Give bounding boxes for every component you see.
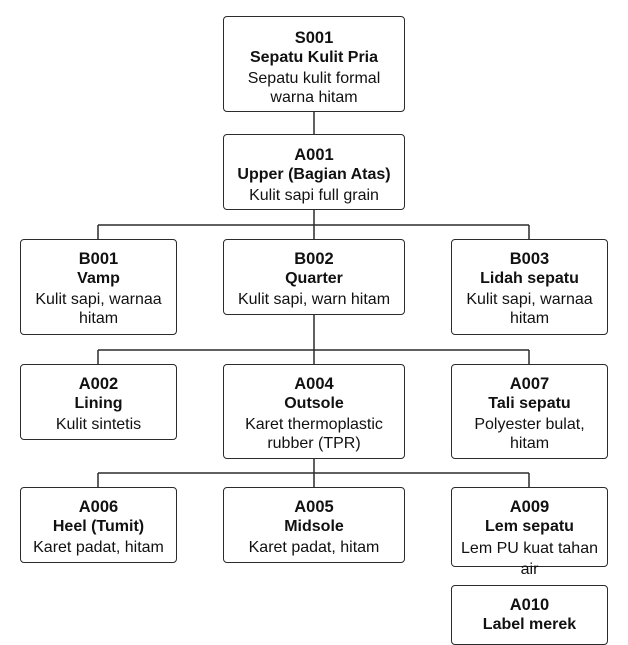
node-name: Heel (Tumit) [52, 518, 145, 535]
node-name: Label merek [482, 616, 577, 633]
edge-B002-children [97, 315, 530, 364]
node-code: A007 [509, 375, 550, 393]
node-code: A004 [294, 375, 334, 393]
node-code: B002 [294, 250, 334, 268]
node-name: Lem sepatu [485, 518, 574, 535]
node-description: Lem PU kuat tahan air [461, 540, 598, 578]
node-description: Karet thermoplastic rubber (TPR) [245, 416, 383, 452]
node-A004: A004 Outsole Karet thermoplastic rubber … [223, 364, 405, 459]
node-code: A006 [78, 498, 119, 516]
node-B001: B001 Vamp Kulit sapi, warnaa hitam [20, 239, 177, 335]
node-A007: A007 Tali sepatu Polyester bulat, hitam [451, 364, 608, 459]
node-name: Lidah sepatu [480, 270, 579, 287]
edge-A001-children [97, 210, 530, 239]
node-A005: A005 Midsole Karet padat, hitam [223, 487, 405, 563]
node-description: Polyester bulat, hitam [474, 416, 585, 452]
node-A009: A009 Lem sepatu Lem PU kuat tahan air [451, 487, 608, 578]
node-code: A001 [294, 146, 334, 164]
node-name: Midsole [284, 518, 344, 535]
node-name: Tali sepatu [488, 395, 571, 412]
node-name: Upper (Bagian Atas) [237, 166, 391, 183]
node-name: Lining [74, 395, 123, 412]
node-name: Sepatu Kulit Pria [249, 49, 379, 66]
node-description: Karet padat, hitam [33, 539, 164, 556]
node-code: A002 [78, 375, 119, 393]
node-description: Kulit sapi, warnaa hitam [35, 291, 162, 327]
node-A001: A001 Upper (Bagian Atas) Kulit sapi full… [223, 134, 405, 210]
node-code: S001 [294, 29, 334, 47]
node-A010: A010 Label merek [451, 585, 608, 645]
node-description: Kulit sapi, warn hitam [237, 291, 391, 308]
node-code: A009 [509, 498, 550, 516]
node-description: Kulit sapi full grain [249, 187, 379, 204]
edge-A004-children [97, 459, 530, 487]
node-description: Kulit sintetis [55, 416, 142, 433]
node-A006: A006 Heel (Tumit) Karet padat, hitam [20, 487, 177, 563]
node-code: A005 [294, 498, 334, 516]
node-name: Quarter [285, 270, 343, 287]
node-A002: A002 Lining Kulit sintetis [20, 364, 177, 440]
bill-of-materials-diagram: S001 Sepatu Kulit Pria Sepatu kulit form… [20, 16, 608, 645]
node-S001: S001 Sepatu Kulit Pria Sepatu kulit form… [223, 16, 405, 112]
node-B002: B002 Quarter Kulit sapi, warn hitam [223, 239, 405, 315]
node-description: Sepatu kulit formal warna hitam [247, 70, 381, 106]
node-code: B001 [78, 250, 119, 268]
connector-lines [97, 112, 530, 487]
node-code: A010 [509, 596, 550, 614]
node-B003: B003 Lidah sepatu Kulit sapi, warnaa hit… [451, 239, 608, 335]
node-description: Kulit sapi, warnaa hitam [466, 291, 593, 327]
node-code: B003 [509, 250, 550, 268]
node-name: Vamp [77, 270, 120, 287]
node-description: Karet padat, hitam [248, 539, 380, 556]
node-name: Outsole [284, 395, 344, 412]
